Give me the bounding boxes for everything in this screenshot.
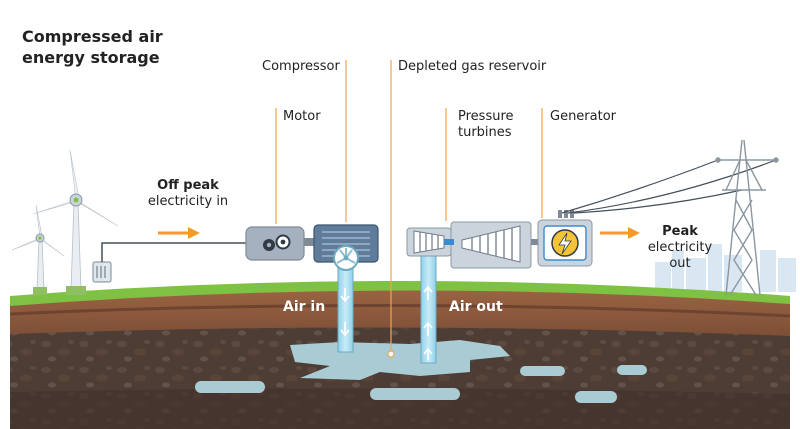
label-peak: Peak electricity out [640, 224, 720, 272]
grid-connection-box [92, 242, 250, 283]
diagram-title: Compressed air energy storage [22, 27, 163, 67]
arrow-right-icon [158, 227, 200, 239]
label-off-peak: Off peak electricity in [138, 178, 238, 210]
city-silhouette [655, 244, 796, 292]
power-lines [561, 159, 777, 214]
label-peak-line3: out [669, 256, 691, 271]
callout-lines [275, 60, 543, 352]
label-off-peak-line1: Off peak [157, 178, 219, 193]
wind-turbine-icon [11, 149, 119, 295]
label-depleted-reservoir: Depleted gas reservoir [398, 59, 547, 74]
label-compressor: Compressor [262, 59, 340, 74]
air-out-pipe [420, 254, 437, 364]
label-generator: Generator [550, 109, 617, 124]
wind-turbine-large [32, 149, 119, 295]
grass-layer [10, 281, 790, 306]
soil-layer [10, 289, 790, 336]
label-pressure-turbines-line2: turbines [458, 125, 512, 140]
label-air-in: Air in [283, 299, 326, 315]
label-off-peak-line2: electricity in [147, 194, 229, 209]
label-pressure-turbines-line1: Pressure [458, 109, 514, 124]
compressor-fan-icon [313, 224, 379, 271]
motor-gear-icon [245, 226, 314, 261]
reservoir-marker [387, 350, 395, 358]
arrow-right-icon [600, 227, 640, 239]
wind-turbine-small [11, 204, 65, 295]
air-in-pipe [337, 261, 354, 353]
turbine-icon [406, 221, 541, 269]
soil-stripe [9, 303, 791, 318]
label-motor: Motor [283, 109, 321, 124]
label-peak-line2: electricity [647, 240, 713, 255]
lightning-bolt-icon [537, 210, 593, 267]
pylon-icon [715, 139, 779, 296]
label-air-out: Air out [449, 299, 503, 315]
label-peak-line1: Peak [662, 224, 698, 239]
label-pressure-turbines: Pressure turbines [458, 109, 514, 141]
